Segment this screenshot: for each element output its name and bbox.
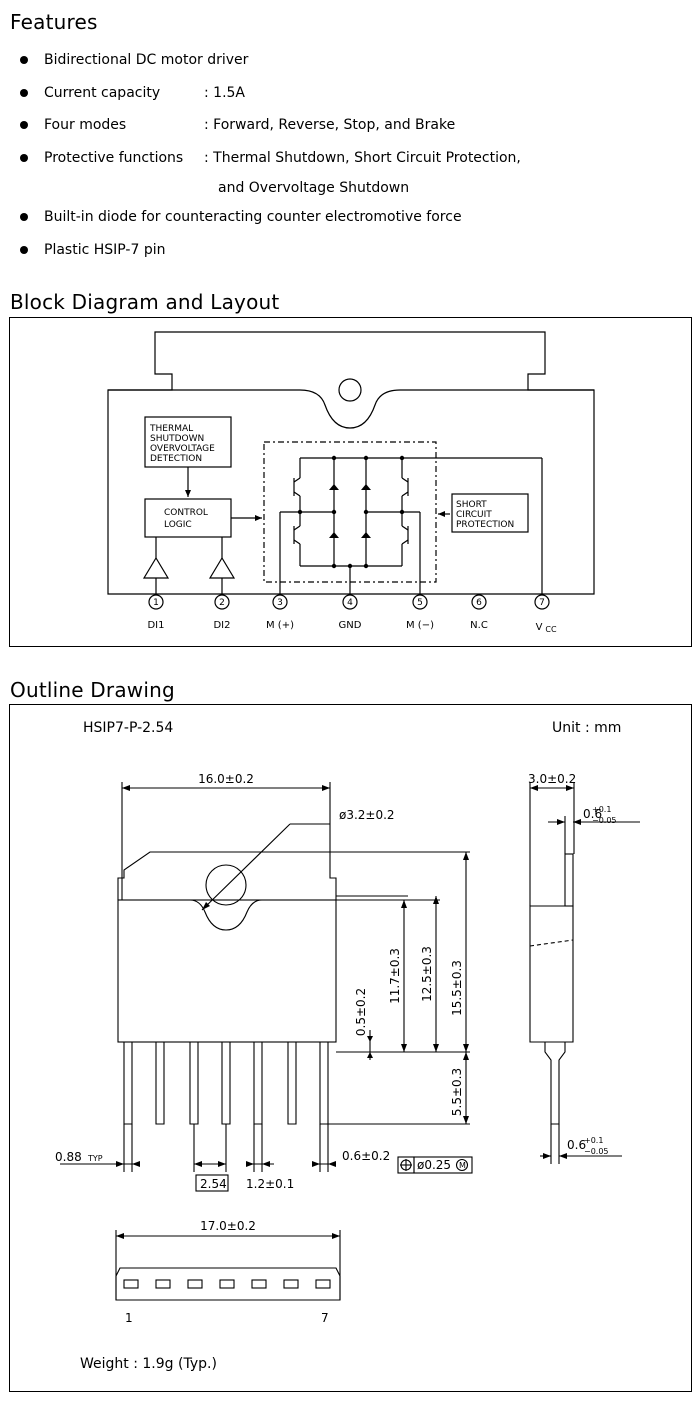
feature-value: : Forward, Reverse, Stop, and Brake <box>204 117 456 133</box>
dim-h55: 5.5±0.3 <box>450 1068 464 1116</box>
outline-hole-icon <box>205 864 247 906</box>
dim-lead-sub: −0.05 <box>584 1147 609 1156</box>
feature-label: Bidirectional DC motor driver <box>44 52 249 68</box>
control-text: LOGIC <box>164 520 192 530</box>
feature-label: Four modes <box>44 117 127 133</box>
pin-name: M (−) <box>406 620 434 631</box>
bottom-view-body <box>115 1267 341 1301</box>
feature-value: : 1.5A <box>204 85 246 101</box>
pin-number: 4 <box>347 598 353 608</box>
features-heading: Features <box>10 10 98 34</box>
thermal-text: DETECTION <box>150 454 202 464</box>
pin-number: 6 <box>476 598 482 608</box>
pin-number: 2 <box>219 598 225 608</box>
dim-thickness: 3.0±0.2 <box>528 772 576 786</box>
feature-label: Protective functions <box>44 150 184 166</box>
pin-name: M (+) <box>266 620 294 631</box>
mounting-hole-icon <box>338 378 362 402</box>
pin-first-label: 1 <box>125 1311 133 1325</box>
pin-name: DI1 <box>147 620 164 631</box>
pitch-box <box>195 1174 229 1192</box>
dim-bottom-width: 17.0±0.2 <box>200 1219 256 1233</box>
short-circuit-block <box>451 493 529 533</box>
pin-number: 5 <box>417 598 423 608</box>
dim-h05: 0.5±0.2 <box>354 988 368 1036</box>
control-text: CONTROL <box>164 508 208 518</box>
dim-lead-width: 0.88 <box>55 1150 82 1164</box>
block-diagram-frame <box>9 317 692 647</box>
bullet-icon <box>20 154 28 162</box>
outline-frame <box>9 704 692 1392</box>
dim-h155: 15.5±0.3 <box>450 960 464 1016</box>
pin-name: V <box>536 622 543 633</box>
dim-position-m: M <box>459 1161 466 1170</box>
dim-hole: ø3.2±0.2 <box>339 808 395 822</box>
position-tolerance-box <box>413 1156 473 1174</box>
dim-pitch: 2.54 <box>200 1177 227 1191</box>
dim-lead-width-typ: TYP <box>87 1154 103 1163</box>
feature-label: Plastic HSIP-7 pin <box>44 242 166 258</box>
dim-lead-thickness: 0.6±0.2 <box>342 1149 390 1163</box>
side-view-body <box>529 905 574 1043</box>
unit-label: Unit : mm <box>552 720 622 736</box>
dim-tab: 0.6 <box>583 807 602 821</box>
package-notch <box>108 389 594 429</box>
bullet-icon <box>20 89 28 97</box>
pin-name: N.C <box>470 620 488 631</box>
thermal-text: THERMAL <box>149 424 193 434</box>
outline-tab <box>117 851 337 900</box>
outline-heading: Outline Drawing <box>10 678 175 702</box>
short-text: SHORT <box>456 500 487 510</box>
bullet-icon <box>20 246 28 254</box>
package-outline <box>107 331 595 595</box>
thermal-text: OVERVOLTAGE <box>150 444 215 454</box>
dim-h117: 11.7±0.3 <box>388 948 402 1004</box>
pin-number: 3 <box>277 598 283 608</box>
dim-lead-1: 1.2±0.1 <box>246 1177 294 1191</box>
dim-tab-sub: −0.05 <box>592 816 617 825</box>
block-diagram-heading: Block Diagram and Layout <box>10 290 280 314</box>
dim-lead-sup: +0.1 <box>584 1136 603 1145</box>
pin-last-label: 7 <box>321 1311 329 1325</box>
thermal-text: SHUTDOWN <box>150 434 204 444</box>
dim-lead: 0.6 <box>567 1138 586 1152</box>
bullet-icon <box>20 213 28 221</box>
dim-width: 16.0±0.2 <box>198 772 254 786</box>
control-block <box>144 498 232 538</box>
bullet-icon <box>20 121 28 129</box>
feature-label: Current capacity <box>44 85 161 101</box>
pin-name-subscript: CC <box>545 625 557 634</box>
feature-value: and Overvoltage Shutdown <box>218 180 410 196</box>
package-name: HSIP7-P-2.54 <box>83 720 174 736</box>
pin-number: 7 <box>539 598 545 608</box>
dim-position-tolerance: ø0.25 <box>417 1158 451 1172</box>
short-text: CIRCUIT <box>456 510 492 520</box>
pin-name: GND <box>339 620 362 631</box>
pin-number: 1 <box>153 598 159 608</box>
bullet-icon <box>20 56 28 64</box>
outline-body <box>117 899 337 1043</box>
dim-h125: 12.5±0.3 <box>420 946 434 1002</box>
feature-value: : Thermal Shutdown, Short Circuit Protec… <box>204 150 521 166</box>
short-text: PROTECTION <box>456 520 514 530</box>
dim-tab-sup: +0.1 <box>592 805 611 814</box>
pin-name: DI2 <box>213 620 230 631</box>
weight-label: Weight : 1.9g (Typ.) <box>80 1356 217 1372</box>
feature-label: Built-in diode for counteracting counter… <box>44 209 462 225</box>
